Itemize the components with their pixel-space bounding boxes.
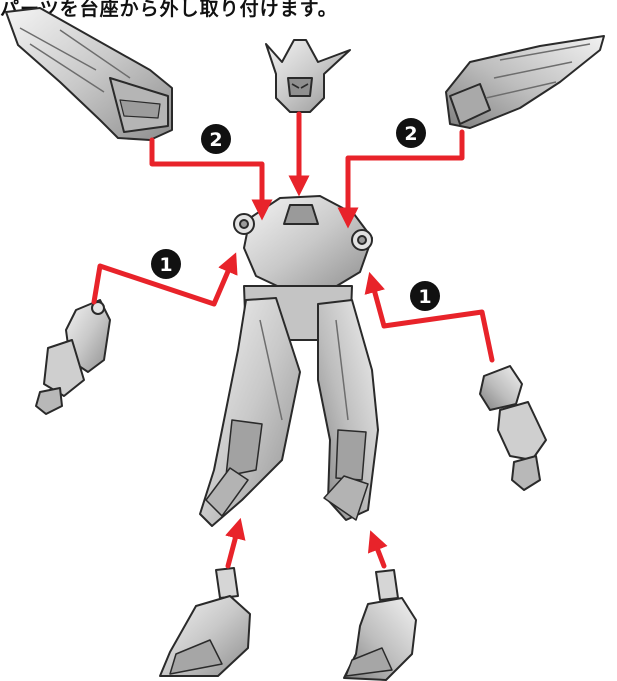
step-number: 1 [159,254,172,276]
step-badge-2-left: 2 [201,124,231,154]
step-number: 2 [404,123,417,145]
step-badge-1-right: 1 [410,281,440,311]
left-foot-part [160,568,250,676]
step-number: 2 [209,129,222,151]
left-arm-part [36,300,110,414]
head-part [266,40,350,112]
left-wing-part [6,8,172,140]
step-badge-2-right: 2 [396,118,426,148]
torso-part [200,196,378,526]
left-foot-arrow [228,528,238,566]
right-foot-arrow [374,540,384,566]
step-badge-1-left: 1 [151,249,181,279]
step-number: 1 [418,286,431,308]
right-foot-part [344,570,416,680]
right-wing-part [446,36,604,128]
right-arm-part [480,366,546,490]
